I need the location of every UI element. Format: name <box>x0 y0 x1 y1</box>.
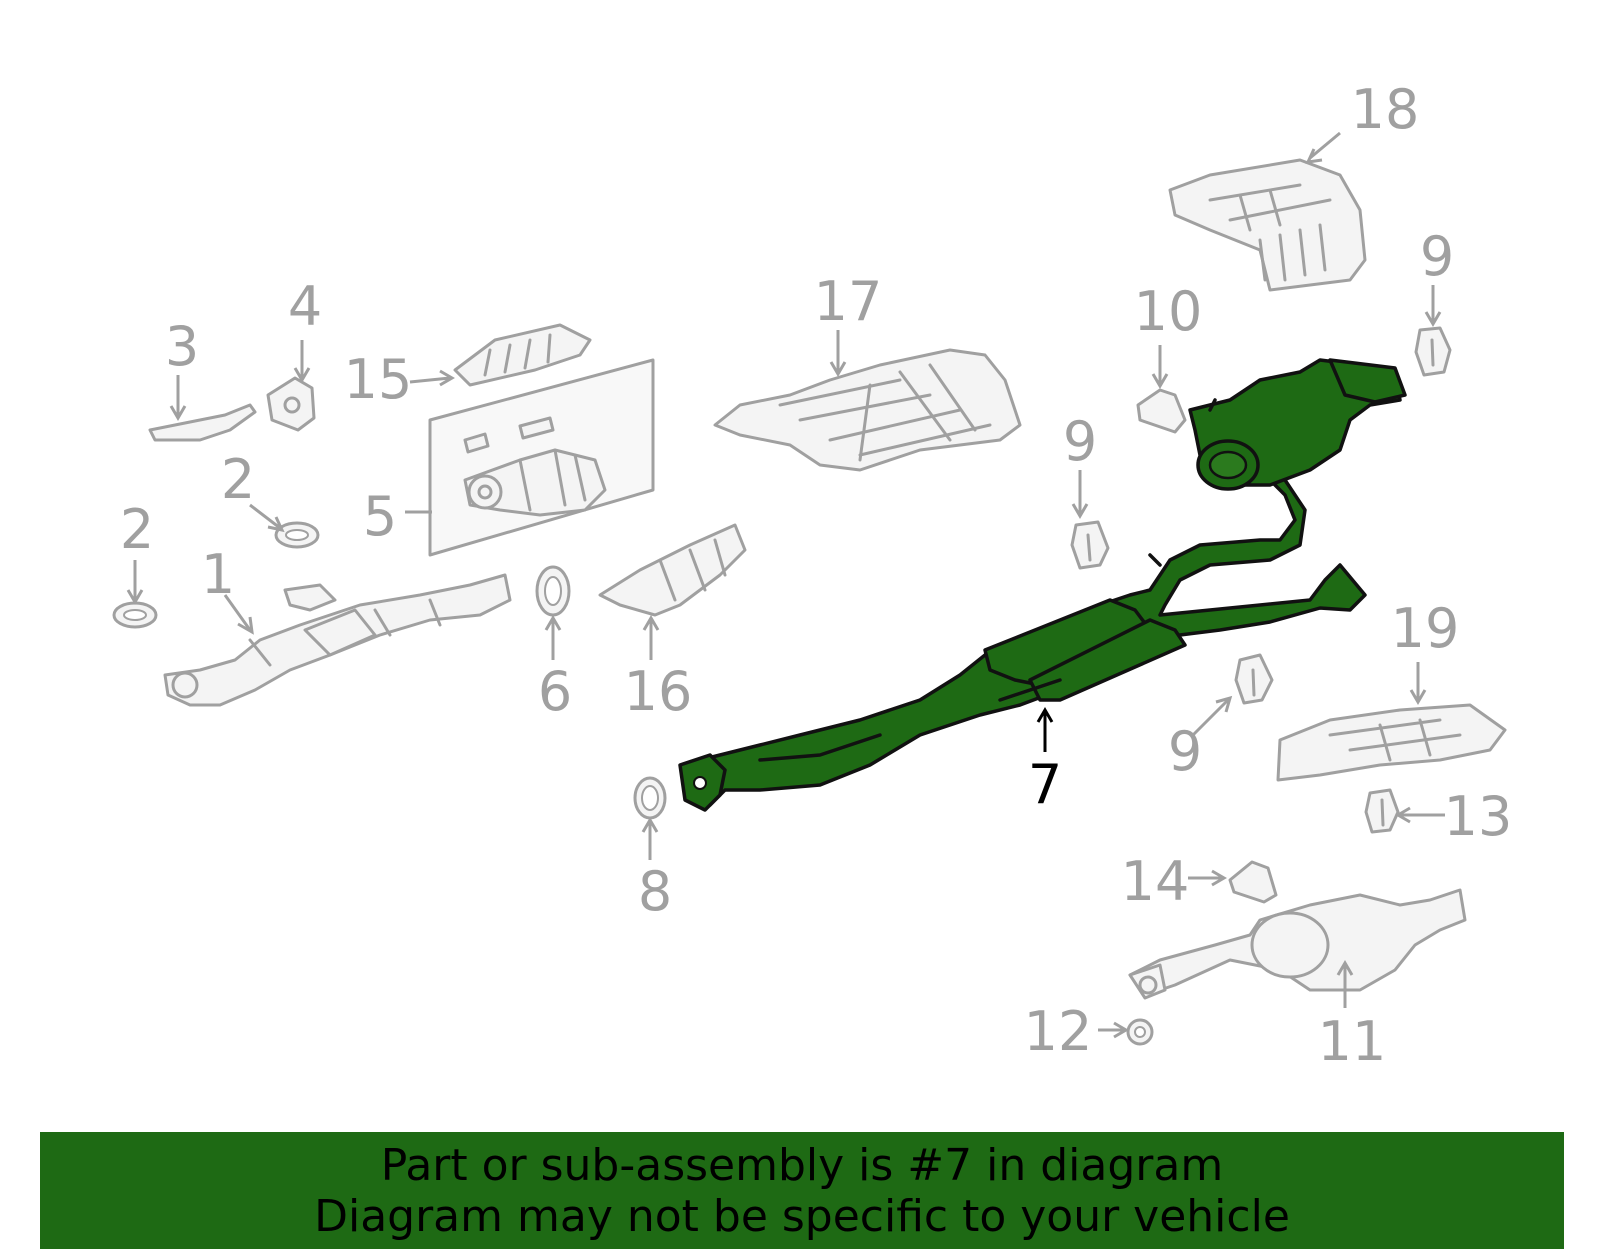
callout-12: 12 <box>1024 1000 1093 1063</box>
part-14-hanger-bracket <box>1228 860 1278 904</box>
callout-3: 3 <box>165 315 199 378</box>
callout-9-lower: 9 <box>1168 720 1202 783</box>
exhaust-system-diagram: 1 2 2 3 4 5 6 7 8 9 9 9 10 11 12 13 14 1… <box>112 78 1513 1073</box>
part-7-muffler-assembly <box>678 358 1407 812</box>
part-3-bracket <box>148 403 257 442</box>
info-banner: Part or sub-assembly is #7 in diagram Di… <box>40 1132 1564 1249</box>
part-6-gasket <box>535 565 571 617</box>
part-8-gasket <box>633 776 667 820</box>
callout-9-right: 9 <box>1420 225 1454 288</box>
part-10-hanger-bracket <box>1136 388 1187 434</box>
part-11-rear-muffler <box>1128 888 1467 1000</box>
callout-2-upper: 2 <box>221 448 255 511</box>
callout-15: 15 <box>344 348 413 411</box>
part-19-heat-shield <box>1276 703 1507 782</box>
callout-14: 14 <box>1121 850 1190 913</box>
part-13-hanger <box>1364 788 1400 834</box>
banner-line-2: Diagram may not be specific to your vehi… <box>314 1190 1290 1242</box>
part-16-heat-shield <box>598 523 747 617</box>
callout-5: 5 <box>363 485 397 548</box>
part-9-hangers <box>1070 326 1452 705</box>
banner-line-1: Part or sub-assembly is #7 in diagram <box>380 1139 1224 1191</box>
part-12-gasket <box>1126 1018 1154 1046</box>
callout-11: 11 <box>1318 1010 1387 1073</box>
callout-7: 7 <box>1028 753 1062 816</box>
callout-1: 1 <box>201 543 235 606</box>
callout-4: 4 <box>288 275 322 338</box>
callout-6: 6 <box>538 660 572 723</box>
callout-13: 13 <box>1444 785 1513 848</box>
part-4-hanger <box>266 376 316 432</box>
callout-17: 17 <box>814 270 883 333</box>
part-18-heat-shield <box>1168 158 1367 292</box>
callout-8: 8 <box>638 860 672 923</box>
part-5-catalytic-converter-kit <box>428 358 655 557</box>
callout-19: 19 <box>1391 597 1460 660</box>
callout-numbers: 1 2 2 3 4 5 6 7 8 9 9 9 10 11 12 13 14 1… <box>120 78 1513 1073</box>
callout-16: 16 <box>624 660 693 723</box>
part-1-front-pipe <box>163 573 512 707</box>
callout-10: 10 <box>1134 280 1203 343</box>
callout-9-center: 9 <box>1063 410 1097 473</box>
leader-lines <box>126 131 1445 1039</box>
part-17-heat-shield <box>713 348 1022 472</box>
part-15-heat-shield <box>453 323 592 387</box>
callout-2-left: 2 <box>120 498 154 561</box>
callout-18: 18 <box>1351 78 1420 141</box>
